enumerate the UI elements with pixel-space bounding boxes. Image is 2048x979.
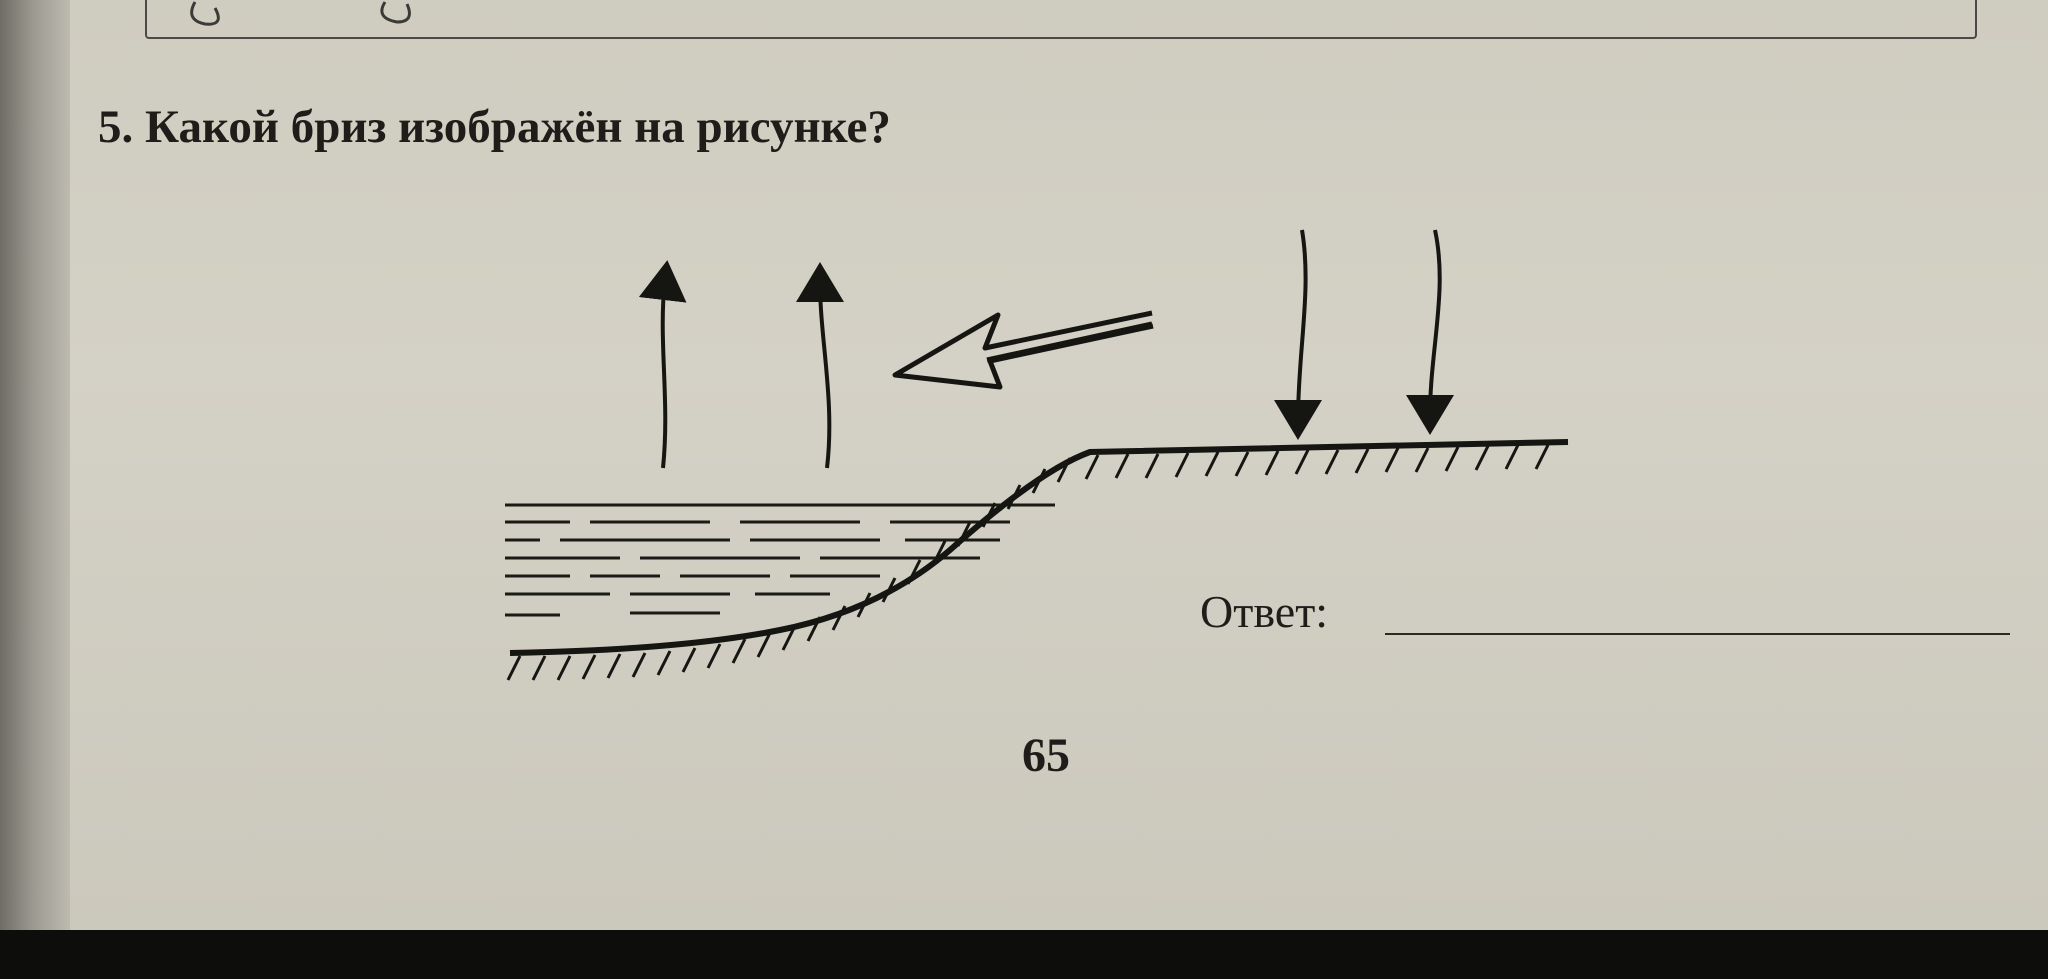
water-surface <box>505 503 1055 617</box>
breeze-diagram <box>505 229 1569 681</box>
answer-input-line[interactable] <box>1385 633 2010 635</box>
shore-ground-line <box>509 439 1569 656</box>
workbook-page: 5. Какой бриз изображён на рисунке? <box>0 0 2048 930</box>
rising-air-arrow <box>638 260 687 469</box>
descending-air-arrow <box>1274 229 1323 440</box>
rising-air-arrow <box>796 262 845 469</box>
previous-answer-box <box>145 0 1977 39</box>
ground-hatching <box>506 444 1550 681</box>
page-number: 65 <box>1022 729 1070 782</box>
book-gutter <box>0 0 70 930</box>
descending-air-arrow <box>1406 229 1455 435</box>
answer-label: Ответ: <box>1200 586 1329 637</box>
handwriting-scribble <box>190 1 411 26</box>
question-text: 5. Какой бриз изображён на рисунке? <box>98 101 891 153</box>
breeze-wind-arrow <box>892 310 1154 390</box>
